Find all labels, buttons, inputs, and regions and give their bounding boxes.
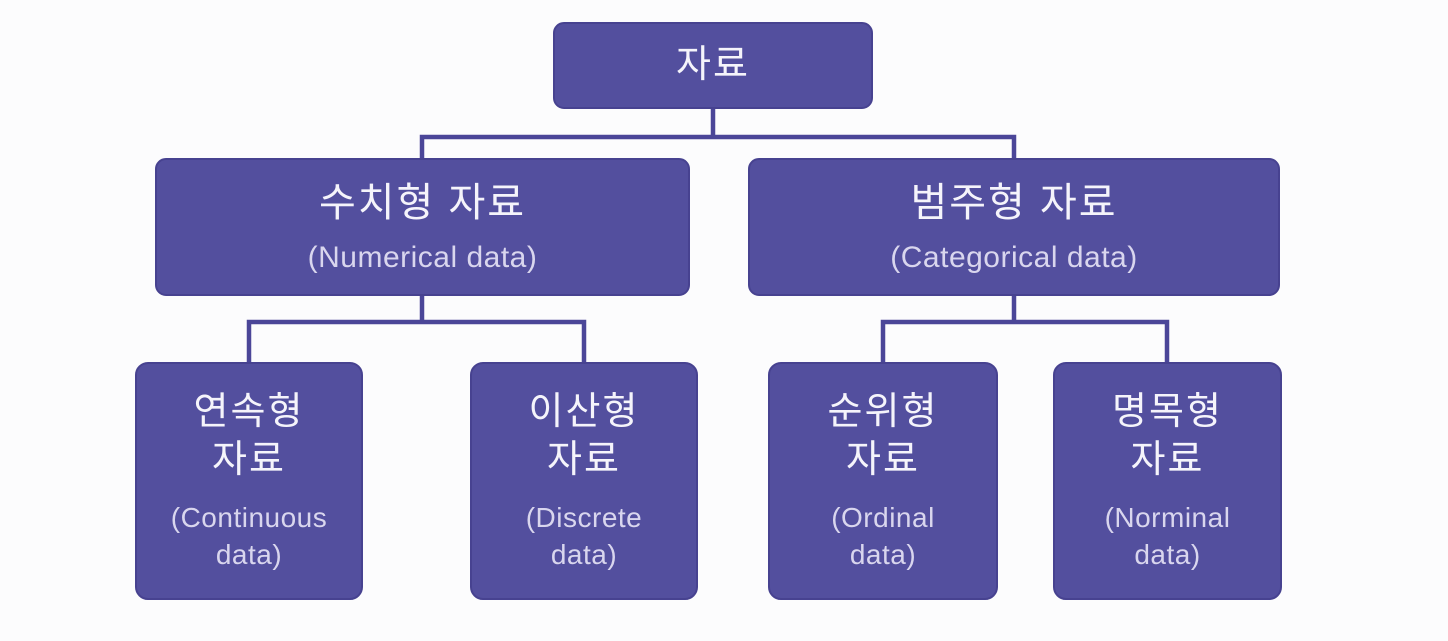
node-numerical-label-ko: 수치형 자료 [318,180,527,225]
node-discrete-label-ko: 이산형 자료 [529,389,640,484]
node-continuous-label-ko-line1: 연속형 [193,391,305,434]
node-continuous-label-en: (Continuous data) [171,500,327,573]
node-ordinal-label-en: (Ordinal data) [831,500,935,573]
node-continuous-label-ko-line2: 자료 [212,438,286,481]
node-continuous-label-en-line2: data) [215,538,283,570]
node-ordinal-label-ko-line2: 자료 [846,438,920,481]
node-discrete-label-en-line1: (Discrete [525,502,643,534]
node-discrete-label-ko-line1: 이산형 [528,391,640,434]
node-nominal-label-en-line2: data) [1134,538,1201,570]
connector-categorical-to-leaves [880,293,1170,365]
connector-root-to-level2 [419,106,1017,161]
node-nominal-label-ko: 명목형 자료 [1112,389,1223,484]
node-ordinal-label-en-line2: data) [849,538,917,570]
node-ordinal-label-ko: 순위형 자료 [828,389,939,484]
node-ordinal-data: 순위형 자료 (Ordinal data) [768,362,998,600]
node-numerical-data: 수치형 자료 (Numerical data) [155,158,690,296]
node-discrete-label-ko-line2: 자료 [547,438,621,481]
node-nominal-data: 명목형 자료 (Norminal data) [1053,362,1282,600]
node-nominal-label-en: (Norminal data) [1105,500,1231,573]
node-categorical-data: 범주형 자료 (Categorical data) [748,158,1280,296]
node-ordinal-label-ko-line1: 순위형 [827,391,939,434]
node-ordinal-label-en-line1: (Ordinal [831,502,935,534]
node-data-root-label: 자료 [676,43,750,86]
node-nominal-label-ko-line2: 자료 [1130,438,1205,481]
node-numerical-label-en: (Numerical data) [307,240,538,274]
node-discrete-data: 이산형 자료 (Discrete data) [470,362,698,600]
node-categorical-label-ko: 범주형 자료 [910,180,1118,225]
node-discrete-label-en-line2: data) [550,538,618,570]
node-continuous-data: 연속형 자료 (Continuous data) [135,362,363,600]
node-nominal-label-en-line1: (Norminal [1104,502,1231,534]
node-continuous-label-ko: 연속형 자료 [194,389,305,484]
node-nominal-label-ko-line1: 명목형 [1112,391,1223,434]
node-categorical-label-en: (Categorical data) [890,240,1138,274]
node-data-root: 자료 [553,22,873,109]
connector-numerical-to-leaves [246,293,587,365]
node-discrete-label-en: (Discrete data) [526,500,643,573]
node-continuous-label-en-line1: (Continuous [170,502,328,534]
